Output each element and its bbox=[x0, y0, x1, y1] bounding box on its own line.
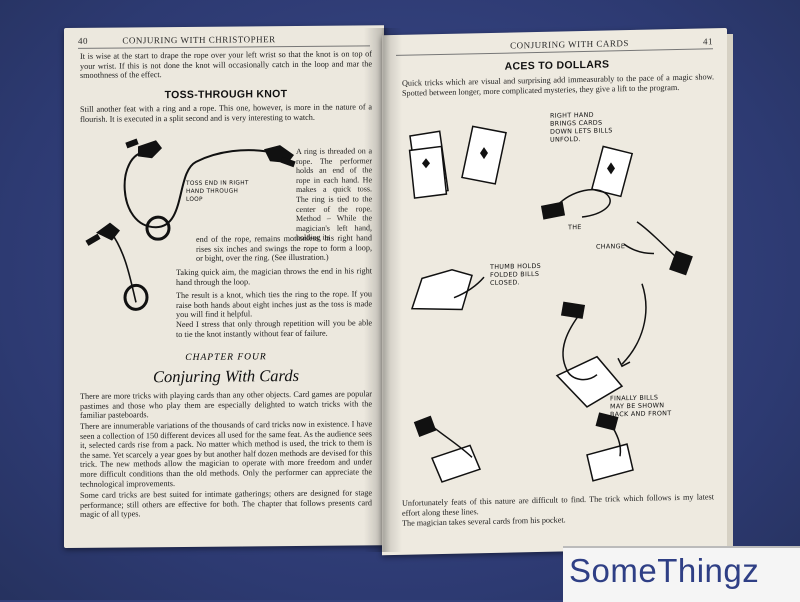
left-page-number: 40 bbox=[78, 35, 88, 46]
toss-paragraph-4: The result is a knot, which ties the rin… bbox=[176, 289, 372, 320]
right-running-header: CONJURING WITH CARDS 41 bbox=[396, 36, 713, 56]
caption-change: Change bbox=[596, 242, 626, 251]
rope-ring-illustration bbox=[85, 138, 296, 311]
toss-paragraph-3: Taking quick aim, the magician throws th… bbox=[176, 266, 372, 287]
watermark-banner: SomeThingz bbox=[563, 546, 800, 602]
rope-illustration-caption: Toss end in right hand through loop bbox=[186, 180, 249, 203]
toss-paragraph-2: end of the rope, remains motionless, his… bbox=[196, 233, 372, 264]
right-page-number: 41 bbox=[703, 36, 713, 47]
right-running-head: CONJURING WITH CARDS bbox=[510, 38, 629, 51]
caption-thumb-holds: Thumb holds folded bills closed. bbox=[490, 261, 541, 287]
left-running-header: 40 CONJURING WITH CHRISTOPHER bbox=[78, 33, 370, 49]
left-running-head: CONJURING WITH CHRISTOPHER bbox=[122, 34, 276, 46]
aces-to-dollars-illustrations bbox=[408, 125, 693, 483]
toss-through-heading: TOSS-THROUGH KNOT bbox=[164, 88, 288, 102]
caption-the: The bbox=[568, 223, 582, 232]
open-book: 40 CONJURING WITH CHRISTOPHER It is wise… bbox=[64, 25, 733, 556]
page-edges bbox=[727, 34, 733, 549]
caption-right-hand: Right hand brings cards down lets bills … bbox=[550, 110, 613, 144]
chapter-paragraph-2: There are innumerable variations of the … bbox=[80, 419, 372, 489]
watermark-text: SomeThingz bbox=[569, 552, 760, 589]
chapter-paragraph-3: Some card tricks are best suited for int… bbox=[80, 488, 372, 520]
book-gutter bbox=[364, 28, 402, 552]
toss-paragraph-1: Still another feat with a ring and a rop… bbox=[80, 102, 372, 124]
caption-finally: Finally bills may be shown back and fron… bbox=[610, 393, 672, 419]
chapter-label: CHAPTER FOUR bbox=[185, 352, 267, 363]
left-page: 40 CONJURING WITH CHRISTOPHER It is wise… bbox=[64, 25, 384, 549]
left-intro-paragraph: It is wise at the start to drape the rop… bbox=[80, 49, 372, 81]
aces-to-dollars-heading: ACES TO DOLLARS bbox=[504, 58, 610, 73]
right-intro-paragraph: Quick tricks which are visual and surpri… bbox=[402, 72, 714, 98]
chapter-title: Conjuring With Cards bbox=[152, 365, 300, 387]
toss-paragraph-5: Need I stress that only through repetiti… bbox=[176, 318, 372, 339]
right-page: CONJURING WITH CARDS 41 ACES TO DOLLARS … bbox=[382, 28, 727, 556]
chapter-paragraph-1: There are more tricks with playing cards… bbox=[80, 389, 372, 421]
left-side-text: A ring is threaded on a rope. The perfor… bbox=[296, 146, 372, 243]
